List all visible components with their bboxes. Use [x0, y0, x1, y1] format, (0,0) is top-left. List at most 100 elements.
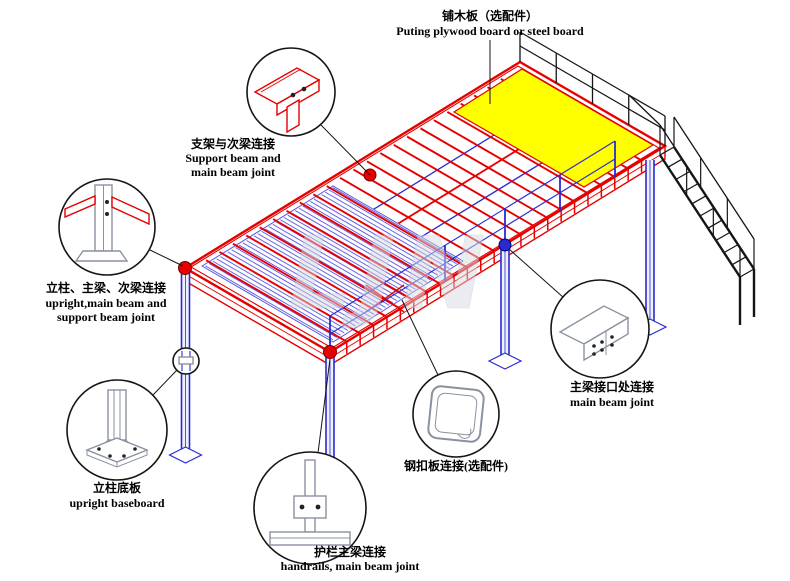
guardrail-toprail [329, 140, 616, 317]
railing-mid-rail [592, 87, 630, 110]
label-upright-joint-zh: 立柱、主梁、次梁连接 [46, 280, 166, 295]
anchor-bolt [97, 447, 101, 451]
bolt [592, 352, 596, 356]
bolt [105, 200, 109, 204]
railing-mid-rail [555, 66, 593, 89]
upright-joint-detail [64, 184, 150, 262]
joist-beam-line [259, 226, 401, 310]
stair-tread [723, 244, 739, 254]
label-upright-joint-en1: upright,main beam and [45, 296, 166, 310]
baseboard-detail [85, 389, 149, 468]
frame-face-line [329, 151, 666, 359]
stair-handrail [673, 116, 755, 240]
buckle-plate-detail [427, 385, 485, 443]
joist-beam-line [446, 111, 589, 195]
clamp-plate [178, 356, 194, 365]
label-handrail-joint-en: handrails, main beam joint [281, 559, 420, 573]
staircase [628, 94, 756, 325]
callouts [58, 40, 650, 565]
buckle-hook [457, 428, 472, 439]
anchor-bolt [122, 454, 126, 458]
joist-beam-line [353, 168, 495, 252]
label-support-joint-en1: Support beam and [185, 151, 281, 165]
watermark-text: LJN [289, 215, 492, 332]
stair-tread [715, 231, 731, 241]
leader-line [152, 369, 178, 396]
joist-beam-line [286, 209, 428, 294]
joint-markers [178, 168, 512, 359]
joist-beam-line [326, 185, 468, 269]
joist-beam-line [366, 160, 509, 244]
base-plate-edge [86, 450, 148, 468]
grating-bar-line [205, 265, 334, 341]
joist-beam-line [299, 201, 442, 285]
leader-line [508, 248, 565, 299]
stair-tread [731, 256, 747, 266]
frame-face-line [184, 273, 331, 359]
label-buckle-plate-zh: 钢扣板连接(选配件) [404, 458, 508, 473]
joist-beam-line [205, 259, 348, 343]
label-plywood-en: Puting plywood board or steel board [396, 24, 584, 38]
leader-line [320, 124, 371, 176]
label-handrail-joint-zh: 护栏主梁连接 [314, 544, 386, 559]
bolt [105, 212, 109, 216]
joist-beam-line [219, 251, 361, 335]
guardrail-midrail [329, 158, 616, 335]
main-beam [111, 195, 150, 226]
joint-marker-main-beam [498, 238, 512, 252]
grating-bar-line [216, 258, 345, 334]
joint-marker-handrail [323, 345, 337, 359]
beam-flange [260, 68, 302, 93]
joist-beam-line [312, 193, 455, 277]
stair-tread [707, 219, 723, 229]
main-beam-frame-inner [189, 65, 661, 349]
joist-beam-line [272, 218, 415, 302]
column-baseplate [168, 446, 203, 464]
anchor-bolt [108, 454, 112, 458]
label-baseboard-zh: 立柱底板 [93, 480, 142, 495]
joist-beam-line [393, 144, 535, 228]
landing-rail [628, 94, 661, 126]
support-beam [64, 194, 96, 219]
label-support-joint-en2: main beam joint [191, 165, 275, 179]
support-post [286, 98, 300, 134]
railing-mid-rail [519, 45, 557, 68]
callout-support-beam-joint [246, 47, 371, 176]
bolt [592, 344, 596, 348]
bolt [610, 335, 614, 339]
upright-column-middle [487, 245, 523, 370]
grating-bar-line [208, 263, 337, 338]
stair-handrail [659, 124, 741, 248]
callout-main-beam-joint [508, 248, 650, 379]
callout-baseboard [66, 347, 200, 481]
handrail-joint-detail [269, 459, 351, 546]
label-support-joint-zh: 支架与次梁连接 [190, 136, 275, 151]
main-beam-joint-detail [558, 305, 630, 362]
front-guardrail [329, 140, 616, 352]
railing-top-rail [628, 94, 666, 117]
stair-tread [699, 207, 715, 217]
platform-structure [168, 31, 756, 476]
joist-beam-line [379, 152, 522, 236]
joist-beam-line [339, 176, 482, 261]
leader-line [401, 299, 439, 376]
joint-marker-upright [178, 261, 192, 275]
callout-upright-joint [58, 178, 184, 276]
anchor-bolt [133, 447, 137, 451]
bolt [610, 343, 614, 347]
joist-beam-line [232, 242, 375, 327]
label-baseboard-en: upright baseboard [69, 496, 164, 510]
back-railing [519, 31, 666, 146]
joist-beam-line [433, 119, 576, 203]
joist-beam-line [245, 234, 388, 318]
column-baseplate [487, 352, 523, 370]
railing-top-rail [592, 73, 630, 96]
stair-tread [691, 195, 707, 205]
railing-top-rail [555, 52, 593, 75]
bolt [600, 340, 604, 344]
connection-plate [293, 495, 327, 519]
label-main-beam-joint-zh: 主梁接口处连接 [570, 379, 654, 394]
stair-tread [739, 268, 755, 278]
